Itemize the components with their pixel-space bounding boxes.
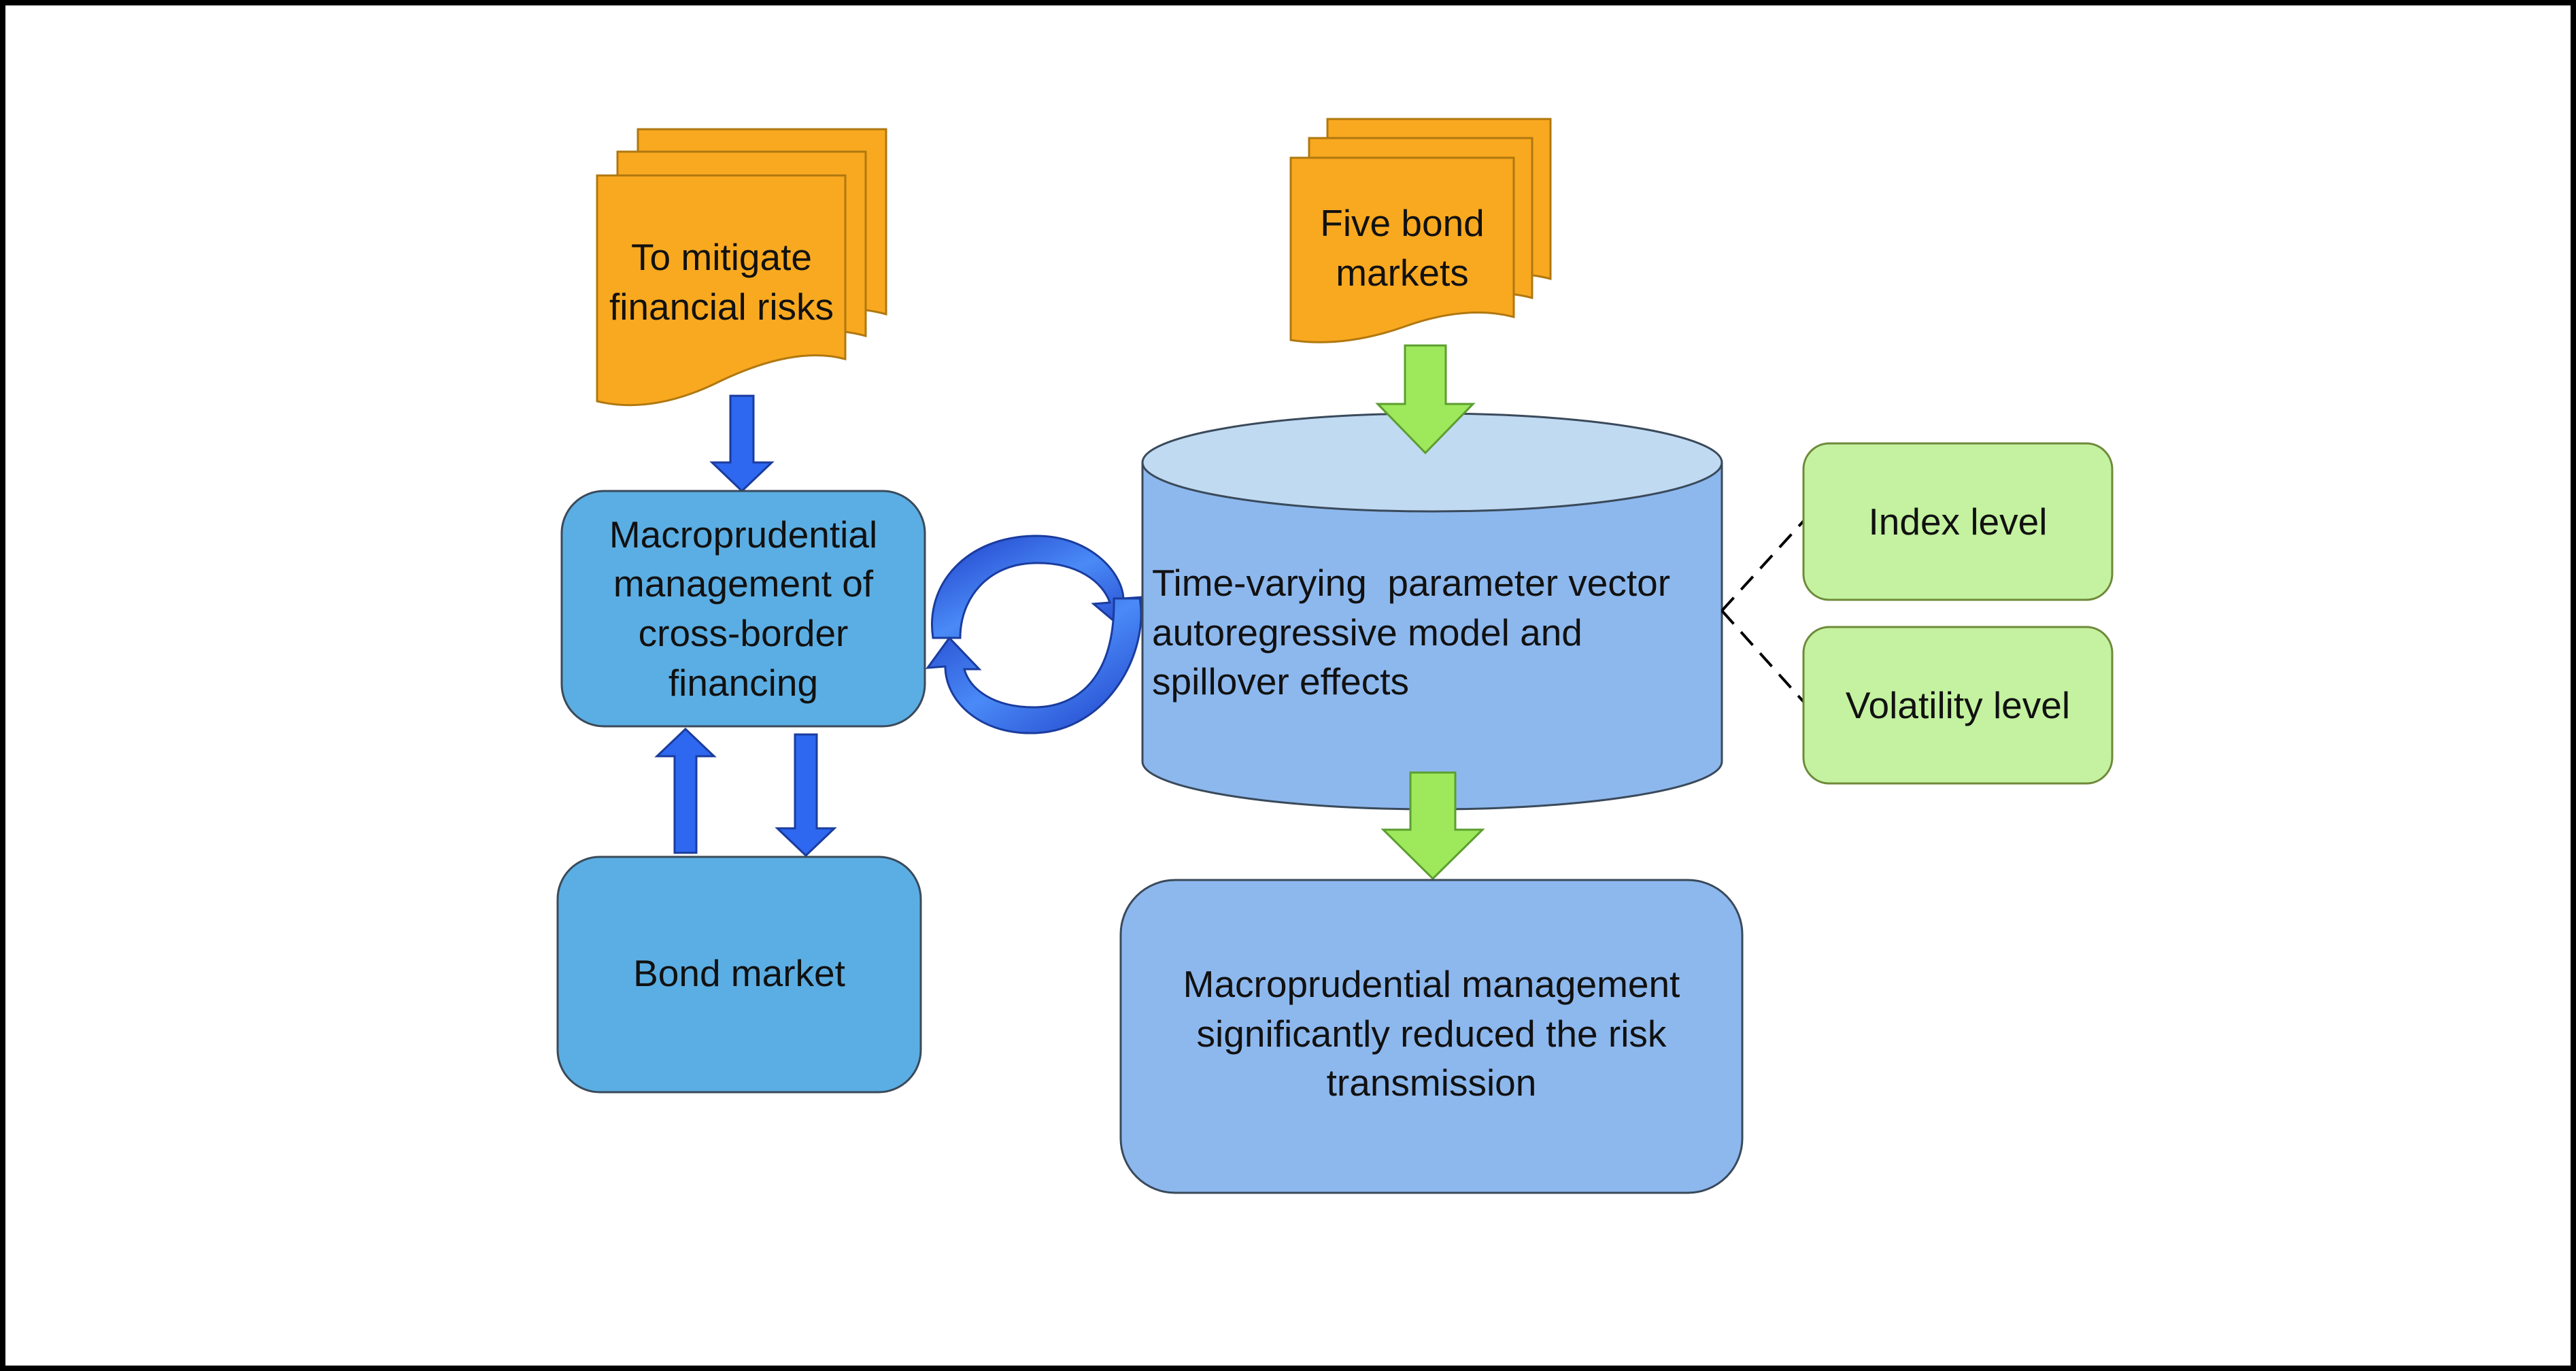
volatility-level-text: Volatility level: [1845, 683, 2071, 726]
five-bond-document-text: Five bond markets: [1320, 202, 1485, 294]
mitigate-document-label: To mitigate financial risks: [598, 204, 845, 360]
arrow-bond-to-macro: [654, 727, 717, 854]
bond-market-label: Bond market: [564, 861, 914, 1085]
result-text: Macroprudential management significantly…: [1183, 963, 1680, 1104]
dashed-connectors: [1721, 518, 1806, 705]
result-label: Macroprudential management significantly…: [1149, 945, 1714, 1122]
tvp-model-label: Time-varying parameter vector autoregres…: [1152, 558, 1676, 707]
arrow-model-to-result: [1380, 771, 1485, 881]
index-level-text: Index level: [1868, 500, 2048, 543]
mitigate-document-stack: [596, 128, 887, 407]
volatility-level-box: [1802, 626, 2114, 785]
result-box: [1119, 879, 1744, 1194]
bond-market-box: [556, 856, 922, 1094]
index-level-box: [1802, 442, 2114, 601]
arrow-doc-to-macro: [709, 394, 775, 493]
arrow-bond-markets-to-model-head: [1375, 344, 1476, 455]
macro-cross-border-label: Macroprudential management of cross-bord…: [575, 496, 911, 721]
cycle-arrows-icon: [925, 535, 1145, 734]
macro-cross-border-text: Macroprudential management of cross-bord…: [609, 513, 878, 704]
bond-market-text: Bond market: [633, 951, 845, 994]
arrow-macro-to-bond: [775, 733, 837, 858]
mitigate-document-text: To mitigate financial risks: [609, 236, 834, 328]
index-level-label: Index level: [1803, 443, 2112, 600]
five-bond-document-stack: [1289, 118, 1552, 343]
volatility-level-label: Volatility level: [1803, 627, 2112, 783]
five-bond-document-label: Five bond markets: [1292, 197, 1512, 299]
macro-cross-border-box: [560, 490, 926, 728]
tvp-model-cylinder: [1141, 412, 1723, 811]
tvp-model-text: Time-varying parameter vector autoregres…: [1152, 562, 1681, 703]
